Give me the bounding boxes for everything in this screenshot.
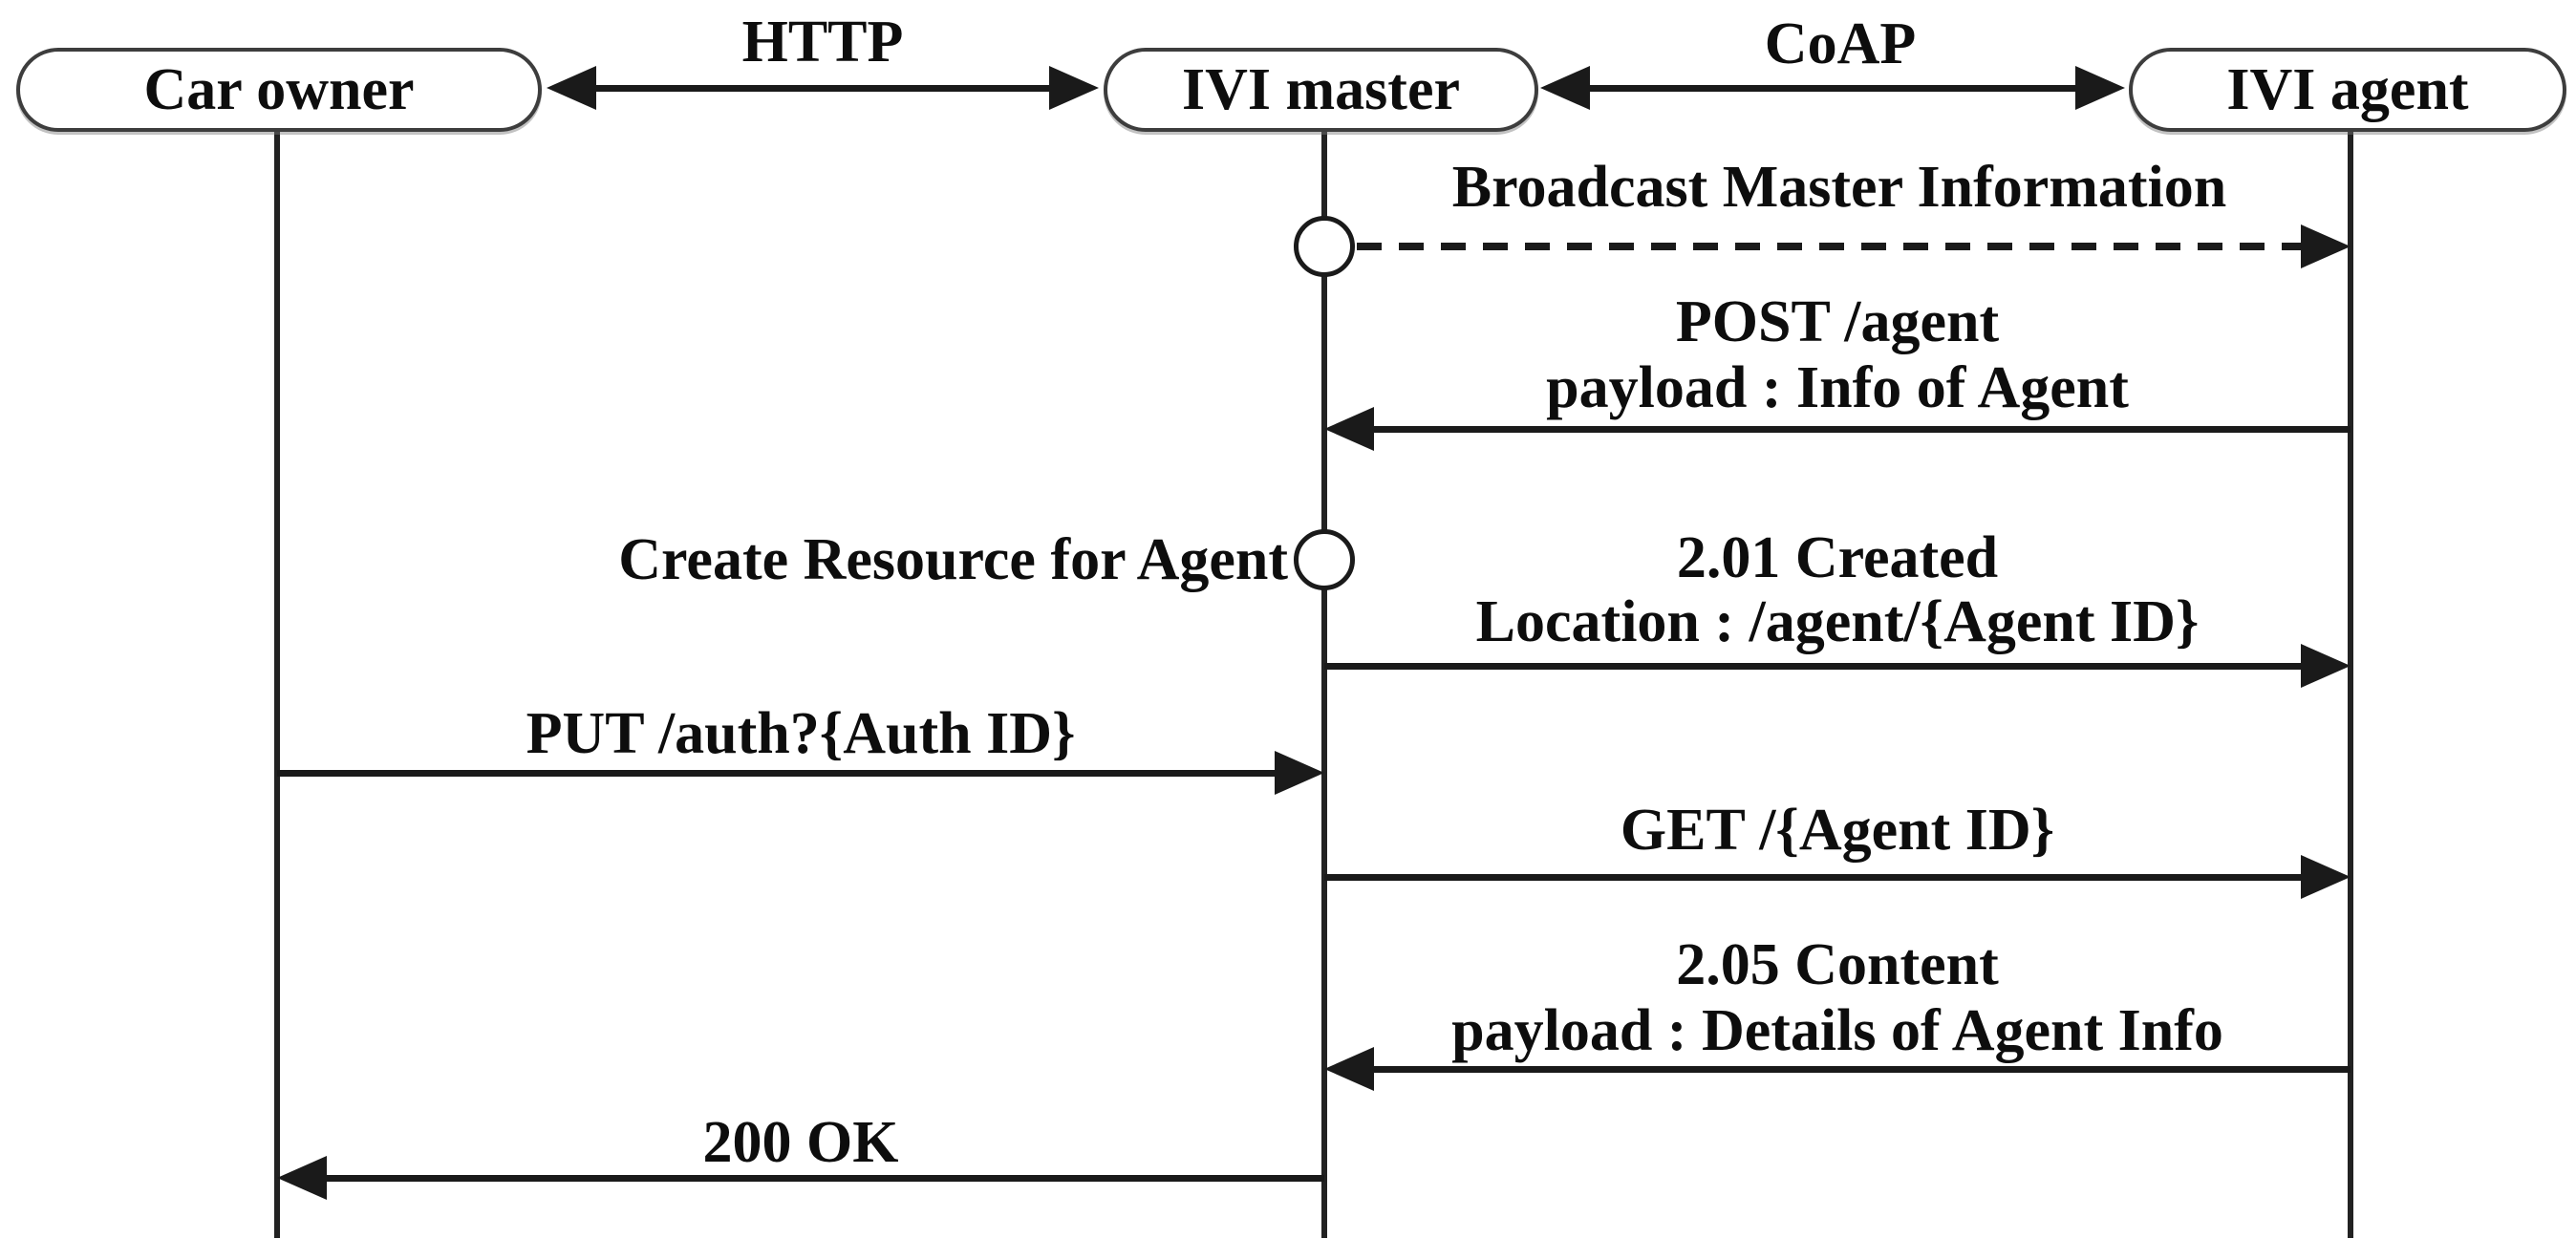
lifeline-car-owner xyxy=(274,132,280,1238)
protocol-coap-label: CoAP xyxy=(1764,11,1917,76)
message-line xyxy=(323,1175,1324,1182)
lifeline-ivi-agent xyxy=(2348,132,2353,1238)
arrowhead-left-icon xyxy=(1324,1047,1374,1091)
message-line xyxy=(1324,663,2303,670)
message-sublabel: Location : /agent/{Agent ID} xyxy=(1475,589,2200,654)
message-line xyxy=(277,770,1278,777)
message-label: 2.05 Content xyxy=(1676,932,1999,997)
arrowhead-right-icon xyxy=(2301,644,2351,688)
arrowhead-left-icon xyxy=(1540,66,1590,110)
arrowhead-left-icon xyxy=(547,66,596,110)
actor-ivi-agent: IVI agent xyxy=(2129,48,2566,132)
arrowhead-right-icon xyxy=(2301,224,2351,268)
message-label: Broadcast Master Information xyxy=(1451,155,2227,220)
arrowhead-right-icon xyxy=(2301,855,2351,899)
actor-ivi-master: IVI master xyxy=(1104,48,1538,132)
message-label: GET /{Agent ID} xyxy=(1620,798,2055,863)
actor-car-owner: Car owner xyxy=(16,48,542,132)
lifeline-ivi-master xyxy=(1321,132,1327,1238)
message-line xyxy=(1324,874,2303,881)
origin-circle-marker xyxy=(1294,529,1355,590)
message-label: PUT /auth?{Auth ID} xyxy=(526,701,1076,766)
arrowhead-left-icon xyxy=(1324,407,1374,451)
protocol-http-label: HTTP xyxy=(741,10,904,75)
protocol-coap-line xyxy=(1584,85,2081,92)
actor-car-owner-label: Car owner xyxy=(143,56,415,122)
message-label: 2.01 Created xyxy=(1676,525,1999,590)
arrowhead-left-icon xyxy=(277,1156,327,1200)
actor-ivi-master-label: IVI master xyxy=(1182,56,1460,122)
message-sublabel: payload : Info of Agent xyxy=(1546,355,2129,420)
actor-ivi-agent-label: IVI agent xyxy=(2226,56,2469,122)
message-sublabel: payload : Details of Agent Info xyxy=(1451,998,2223,1063)
arrowhead-right-icon xyxy=(2075,66,2125,110)
message-label: 200 OK xyxy=(702,1110,899,1175)
message-dashed-line xyxy=(1357,243,2305,250)
message-line xyxy=(1370,1066,2351,1073)
origin-circle-marker xyxy=(1294,216,1355,277)
protocol-http-line xyxy=(590,85,1055,92)
note-create-resource: Create Resource for Agent xyxy=(618,527,1288,592)
message-label: POST /agent xyxy=(1675,289,2000,354)
arrowhead-right-icon xyxy=(1275,751,1324,795)
arrowhead-right-icon xyxy=(1049,66,1099,110)
message-line xyxy=(1370,426,2351,433)
